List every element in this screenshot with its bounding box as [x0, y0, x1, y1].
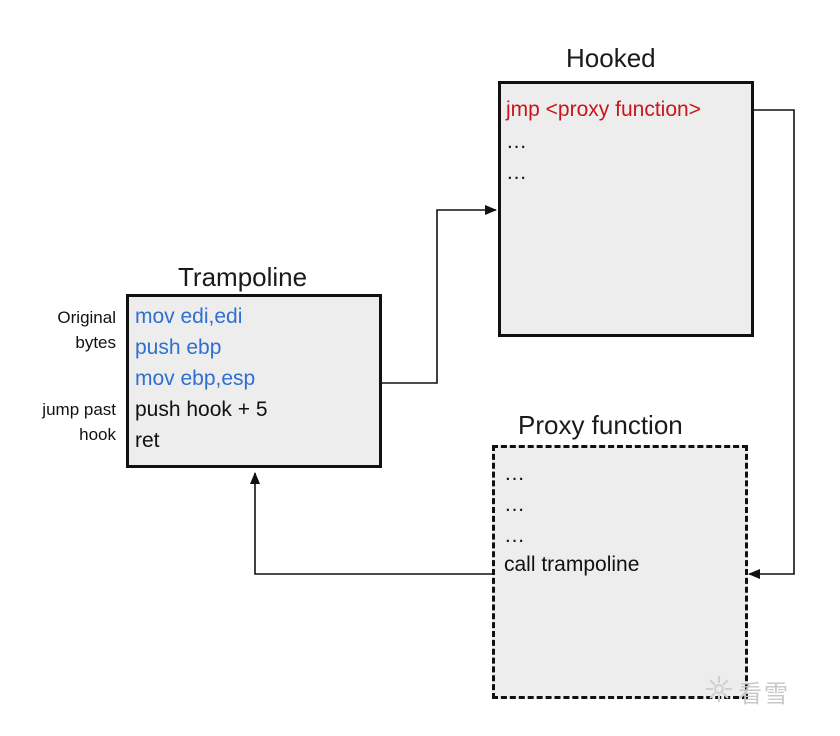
- proxy-line-call: call trampoline: [504, 553, 640, 576]
- hooked-line-jmp: jmp <proxy function>: [506, 98, 701, 121]
- trampoline-title: Trampoline: [178, 262, 308, 292]
- proxy-line-ellipsis-3: …: [504, 524, 525, 547]
- hooked-line-ellipsis-2: …: [506, 161, 527, 184]
- note-jump-line2: hook: [79, 425, 116, 444]
- proxy-box: [492, 445, 748, 699]
- trampoline-line-5: ret: [135, 429, 160, 452]
- hooked-line-ellipsis-1: …: [506, 130, 527, 153]
- proxy-title: Proxy function: [518, 410, 683, 440]
- proxy-line-ellipsis-2: …: [504, 493, 525, 516]
- trampoline-box: [126, 294, 382, 468]
- hooked-title: Hooked: [566, 43, 656, 73]
- watermark-text: 看雪: [738, 681, 790, 708]
- watermark-logo-icon: [706, 676, 732, 702]
- note-original-line1: Original: [57, 308, 116, 327]
- trampoline-line-2: push ebp: [135, 336, 222, 359]
- trampoline-line-1: mov edi,edi: [135, 305, 243, 328]
- trampoline-line-3: mov ebp,esp: [135, 367, 256, 390]
- trampoline-line-4: push hook + 5: [135, 398, 268, 421]
- proxy-line-ellipsis-1: …: [504, 462, 525, 485]
- arrow-hooked-to-proxy: [744, 109, 795, 579]
- note-jump-line1: jump past: [42, 400, 116, 419]
- arrow-proxy-to-trampoline: [250, 472, 503, 575]
- hooked-box: [498, 81, 754, 337]
- arrow-trampoline-to-hooked: [374, 205, 497, 384]
- note-original-line2: bytes: [75, 333, 116, 352]
